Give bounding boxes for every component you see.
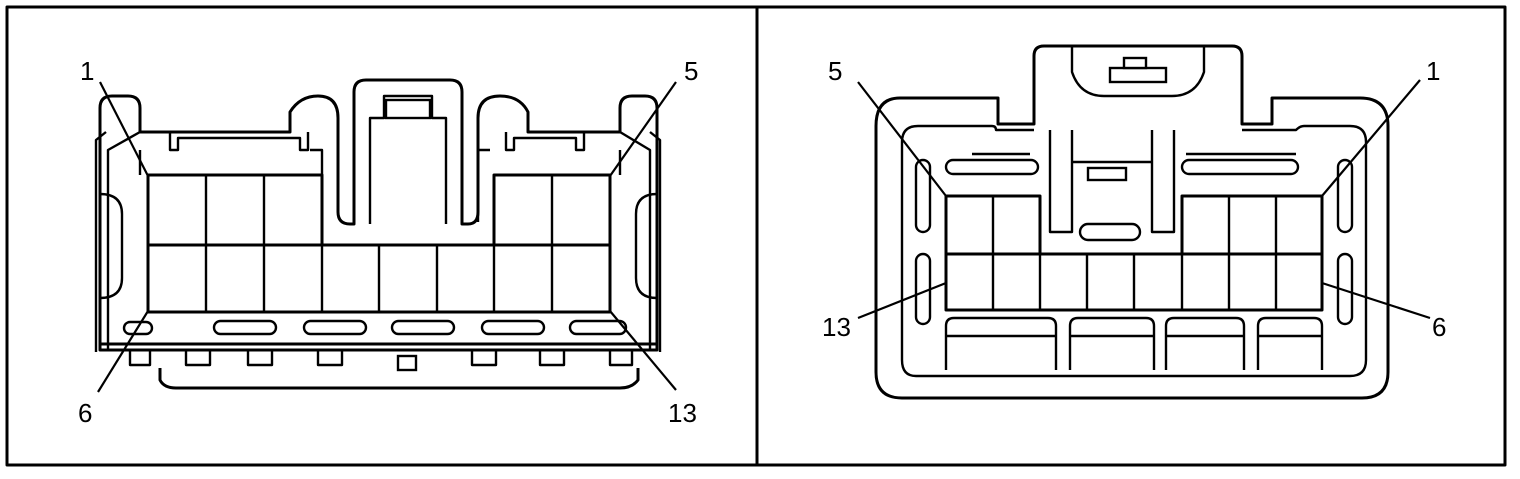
left-connector <box>94 78 677 393</box>
left-label-top-right: 5 <box>684 56 698 86</box>
left-label-bottom-left: 6 <box>78 398 92 428</box>
right-label-top-right: 1 <box>1426 56 1440 86</box>
left-bottom-slots <box>122 319 628 336</box>
left-label-top-left: 1 <box>80 56 94 86</box>
left-label-bottom-right: 13 <box>668 398 697 428</box>
right-lower-cavities <box>944 316 1324 370</box>
right-label-bottom-left: 13 <box>822 312 851 342</box>
right-label-top-left: 5 <box>828 56 842 86</box>
right-terminal-grid <box>944 194 1324 312</box>
left-terminal-grid <box>146 173 612 314</box>
right-connector <box>857 44 1431 400</box>
right-label-bottom-right: 6 <box>1432 312 1446 342</box>
